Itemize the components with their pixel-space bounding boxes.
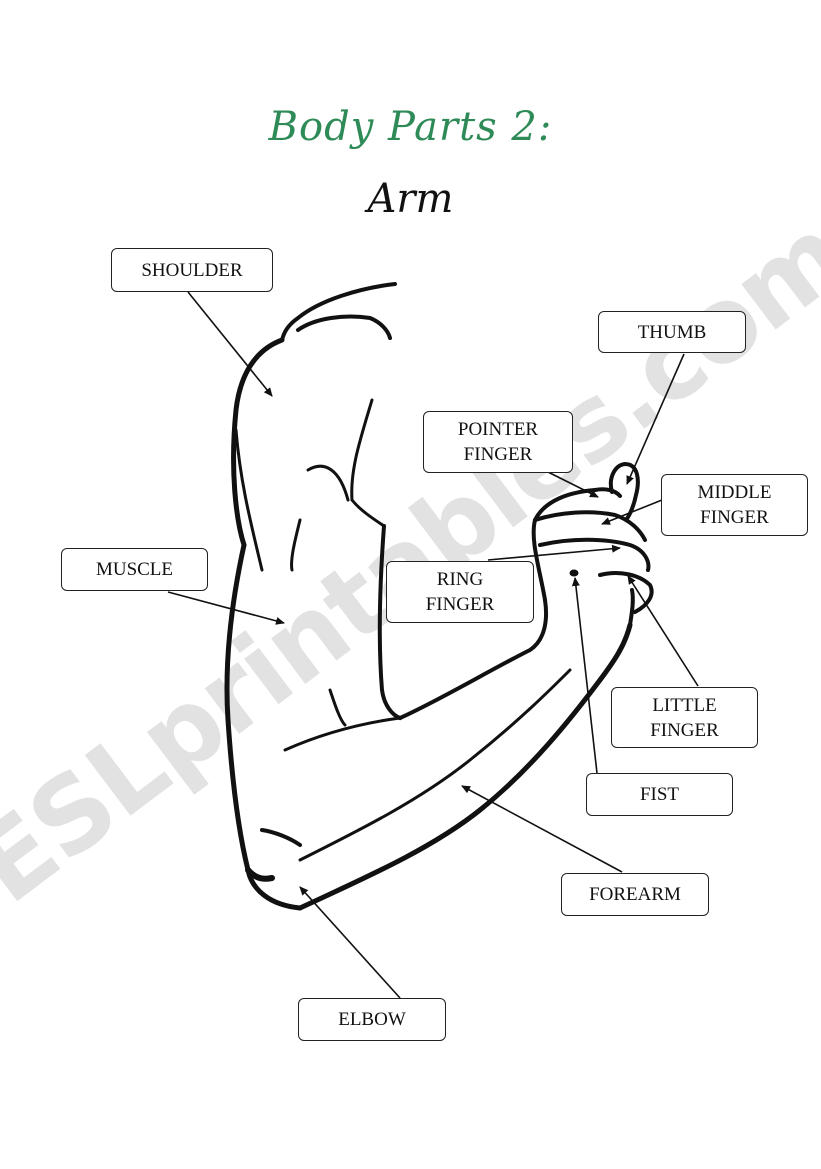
muscle-pointer [167, 591, 285, 625]
label-pointer-finger: POINTER FINGER [423, 411, 573, 473]
middle-finger-pointer [601, 499, 663, 525]
thumb-pointer [626, 353, 685, 485]
label-elbow: ELBOW [298, 998, 446, 1041]
label-little-finger: LITTLE FINGER [611, 687, 758, 748]
little-finger-pointer [627, 575, 699, 687]
label-thumb: THUMB [598, 311, 746, 353]
forearm-pointer [461, 785, 623, 873]
pointer-lines [167, 291, 699, 999]
label-fist: FIST [586, 773, 733, 816]
ring-finger-pointer [487, 544, 621, 561]
label-ring-finger: RING FINGER [386, 561, 534, 623]
page-subtitle: Arm [367, 176, 454, 222]
arm-drawing [224, 282, 654, 911]
label-middle-finger: MIDDLE FINGER [661, 474, 808, 536]
fist-pointer [571, 577, 598, 774]
shoulder-pointer [187, 291, 273, 397]
page-title: Body Parts 2: [268, 104, 553, 150]
elbow-pointer [299, 886, 401, 999]
label-muscle: MUSCLE [61, 548, 208, 591]
label-forearm: FOREARM [561, 873, 709, 916]
pointer-finger-pointer [547, 471, 599, 498]
label-shoulder: SHOULDER [111, 248, 273, 292]
